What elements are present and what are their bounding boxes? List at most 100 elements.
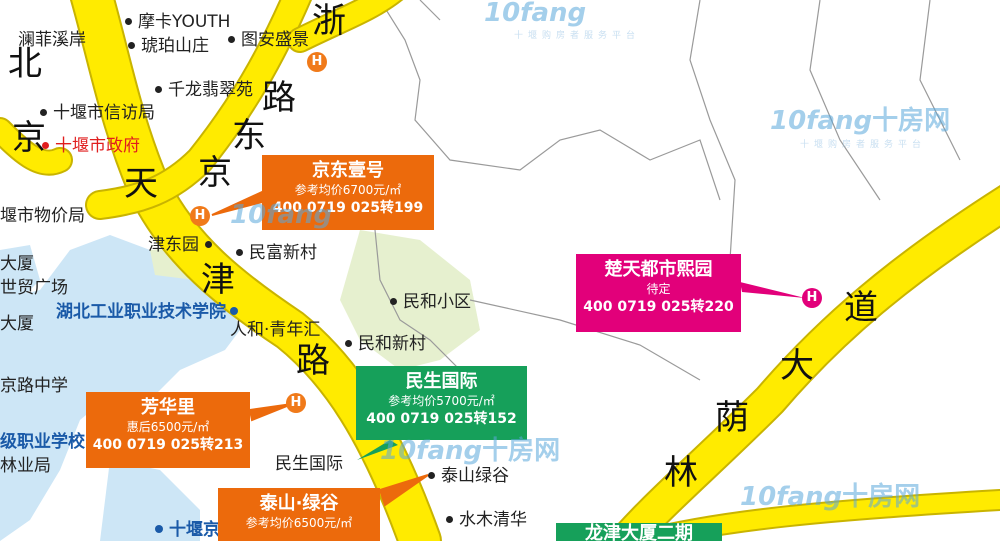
poi-jinglu-school[interactable]: 京路中学: [0, 376, 68, 396]
lake-area: [0, 235, 240, 541]
watermark-cn: 十房网: [842, 482, 921, 512]
card-price: 惠后6500元/㎡: [126, 420, 210, 434]
poi-tuan[interactable]: 图安盛景: [228, 30, 309, 50]
card-name: 楚天都市熙园: [604, 259, 713, 280]
poi-dot: [40, 108, 47, 116]
poi-xinfang[interactable]: 十堰市信访局: [40, 103, 155, 123]
watermark-brand: 10fang: [380, 436, 483, 466]
watermark-brand: 10fang: [740, 482, 843, 512]
poi-label: 千龙翡翠苑: [168, 80, 253, 100]
road-char-lin: 林: [664, 453, 698, 493]
card-price: 参考均价5700元/㎡: [388, 394, 495, 408]
watermark-logo: 10fang 十堰购房者服务平台: [484, 0, 640, 41]
poi-dot: [428, 471, 435, 479]
road-char-tian: 天: [124, 164, 158, 204]
road-char-lu2: 路: [296, 341, 330, 381]
poi-jindong[interactable]: 津东园: [148, 235, 218, 255]
card-fanghua[interactable]: 芳华里 惠后6500元/㎡ 400 0719 025转213: [86, 392, 250, 468]
card-chutian[interactable]: 楚天都市熙园 待定 400 0719 025转220: [576, 254, 741, 332]
h-marker-icon[interactable]: H: [307, 52, 327, 72]
poi-dot: [155, 85, 162, 93]
poi-minhe-xiaoqu[interactable]: 民和小区: [390, 292, 471, 312]
poi-dot: [230, 307, 238, 315]
poi-label: 十堰京: [169, 520, 220, 540]
poi-label: 大厦: [0, 254, 34, 274]
poi-label: 民和小区: [403, 292, 471, 312]
poi-label: 摩卡YOUTH: [138, 12, 231, 32]
h-marker-icon[interactable]: H: [802, 288, 822, 308]
poi-dot: [228, 35, 235, 43]
poi-shuimu[interactable]: 水木清华: [446, 510, 527, 530]
h-marker-icon[interactable]: H: [286, 393, 306, 413]
poi-shimao[interactable]: 世贸广场: [0, 278, 68, 298]
road-char-dong: 东: [232, 116, 266, 156]
poi-label: 民富新村: [249, 243, 317, 263]
poi-taishan[interactable]: 泰山绿谷: [428, 466, 509, 486]
watermark-logo: 10fang十房网 十堰购房者服务平台: [770, 100, 950, 150]
watermark-sub: 十堰购房者服务平台: [800, 140, 927, 150]
watermark-cn: 十房网: [482, 436, 561, 466]
poi-label: 津东园: [148, 235, 199, 255]
watermark-sub: 十堰购房者服务平台: [514, 31, 641, 41]
poi-label: 堰市物价局: [0, 206, 85, 226]
card-phone: 400 0719 025转199: [272, 200, 424, 216]
card-name: 芳华里: [141, 397, 195, 418]
poi-dasha2[interactable]: 大厦: [0, 314, 34, 334]
poi-wujia[interactable]: 堰市物价局: [0, 206, 85, 226]
card-price: 待定: [646, 282, 671, 296]
poi-zhengfu[interactable]: 十堰市政府: [42, 136, 140, 156]
card-phone: 400 0719 025转220: [583, 299, 734, 315]
poi-hupo[interactable]: 琥珀山庄: [128, 36, 209, 56]
watermark-brand: 10fang: [484, 0, 587, 28]
poi-label: 世贸广场: [0, 278, 68, 298]
card-name: 民生国际: [405, 371, 478, 392]
poi-label: 民和新村: [358, 334, 426, 354]
poi-dasha1[interactable]: 大厦: [0, 254, 34, 274]
poi-dot: [42, 141, 49, 149]
poi-label: 水木清华: [459, 510, 527, 530]
poi-label: 级职业学校: [0, 432, 85, 452]
road-char-da: 大: [780, 346, 814, 386]
poi-dot: [128, 41, 135, 49]
poi-label: 林业局: [0, 456, 51, 476]
poi-moka[interactable]: 摩卡YOUTH: [125, 12, 230, 32]
poi-minfu[interactable]: 民富新村: [236, 243, 317, 263]
road-char-zhe: 浙: [312, 1, 346, 41]
poi-label: 澜菲溪岸: [18, 30, 86, 50]
lake-area-bottom: [100, 460, 200, 541]
poi-qianlong[interactable]: 千龙翡翠苑: [155, 80, 253, 100]
poi-dot: [345, 339, 352, 347]
poi-hubei-college[interactable]: 湖北工业职业技术学院: [56, 302, 238, 322]
card-taishan[interactable]: 泰山·绿谷 参考均价6500元/㎡: [218, 488, 380, 541]
watermark-logo: 10fang: [230, 200, 332, 230]
card-longjin[interactable]: 龙津大厦二期: [556, 523, 722, 544]
poi-label: 人和·青年汇: [230, 320, 321, 340]
poi-dot: [390, 297, 397, 305]
poi-dot: [236, 248, 243, 256]
poi-minhe-xincun[interactable]: 民和新村: [345, 334, 426, 354]
road-char-yin: 荫: [715, 398, 749, 438]
card-name: 京东壹号: [312, 160, 384, 181]
road-char-jing: 京: [12, 118, 46, 158]
minor-roads: [374, 0, 961, 381]
h-marker-icon[interactable]: H: [190, 206, 210, 226]
card-jingdong[interactable]: 京东壹号 参考均价6700元/㎡ 400 0719 025转199: [262, 155, 434, 230]
poi-dot: [446, 515, 453, 523]
watermark-logo: 10fang十房网: [380, 430, 560, 467]
poi-label: 京路中学: [0, 376, 68, 396]
watermark-brand: 10fang: [230, 200, 333, 230]
poi-lanfei[interactable]: 澜菲溪岸: [18, 30, 86, 50]
card-minsheng[interactable]: 民生国际 参考均价5700元/㎡ 400 0719 025转152: [356, 366, 527, 440]
card-phone: 400 0719 025转213: [92, 437, 244, 453]
green-area: [340, 230, 480, 370]
card-name: 泰山·绿谷: [259, 493, 339, 514]
poi-minsheng[interactable]: 民生国际: [275, 454, 343, 474]
poi-shiyan-bottom[interactable]: 十堰京: [155, 520, 220, 540]
poi-linye[interactable]: 林业局: [0, 456, 51, 476]
poi-zhiye-school[interactable]: 级职业学校: [0, 432, 85, 452]
road-char-bei: 北: [8, 44, 42, 84]
card-price: 参考均价6500元/㎡: [245, 516, 353, 530]
poi-renhe[interactable]: 人和·青年汇: [230, 320, 320, 340]
road-char-dao: 道: [844, 288, 878, 328]
card-phone: 400 0719 025转152: [366, 411, 517, 427]
